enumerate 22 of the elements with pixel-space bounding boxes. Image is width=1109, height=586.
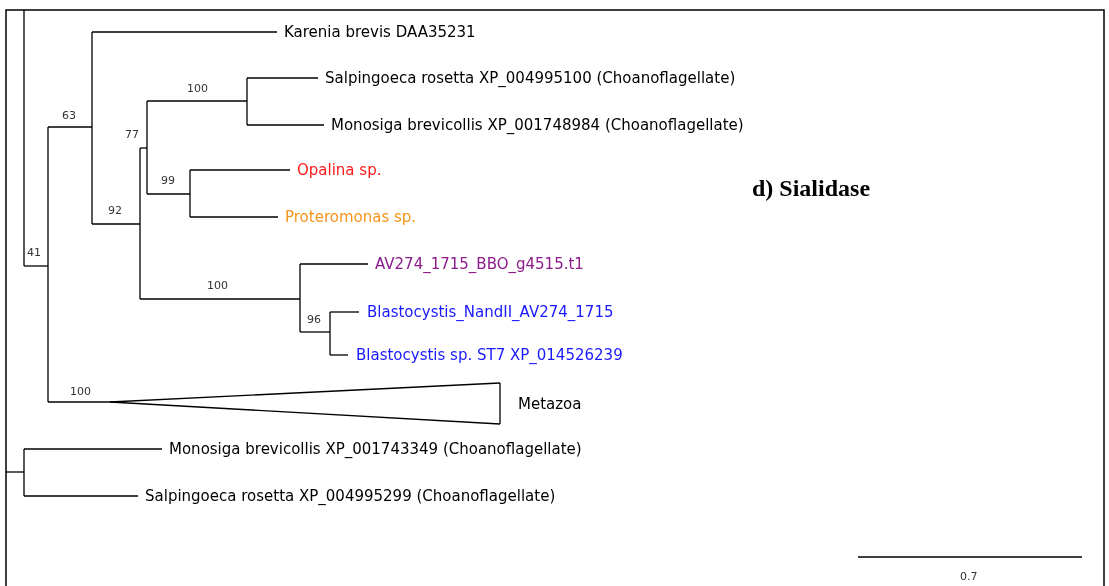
panel-title: d) Sialidase bbox=[752, 174, 871, 202]
bootstrap-value: 100 bbox=[70, 384, 91, 398]
scale-value: 0.7 bbox=[960, 569, 978, 583]
bootstrap-value: 100 bbox=[187, 81, 208, 95]
bootstrap-value: 92 bbox=[108, 203, 122, 217]
bootstrap-value: 100 bbox=[207, 278, 228, 292]
bootstrap-value: 99 bbox=[161, 173, 175, 187]
taxon-label: Monosiga brevicollis XP_001743349 (Choanoflagellate) bbox=[169, 440, 582, 458]
taxon-label: Blastocystis sp. ST7 XP_014526239 bbox=[356, 346, 623, 364]
taxon-label: Salpingoeca rosetta XP_004995100 (Choanoflagellate) bbox=[325, 69, 736, 87]
taxon-label: Karenia brevis DAA35231 bbox=[284, 23, 476, 41]
bootstrap-value: 96 bbox=[307, 312, 321, 326]
taxon-label: Salpingoeca rosetta XP_004995299 (Choanoflagellate) bbox=[145, 487, 556, 505]
bootstrap-value: 63 bbox=[62, 108, 76, 122]
bootstrap-value: 77 bbox=[125, 127, 139, 141]
taxon-label: Opalina sp. bbox=[297, 161, 382, 179]
taxon-label: Monosiga brevicollis XP_001748984 (Choanoflagellate) bbox=[331, 116, 744, 134]
clade-label: Metazoa bbox=[518, 395, 582, 413]
taxon-label: Proteromonas sp. bbox=[285, 208, 417, 226]
taxon-label: Blastocystis_NandII_AV274_1715 bbox=[367, 303, 614, 321]
taxon-label: AV274_1715_BBO_g4515.t1 bbox=[375, 255, 584, 273]
bootstrap-value: 41 bbox=[27, 245, 41, 259]
